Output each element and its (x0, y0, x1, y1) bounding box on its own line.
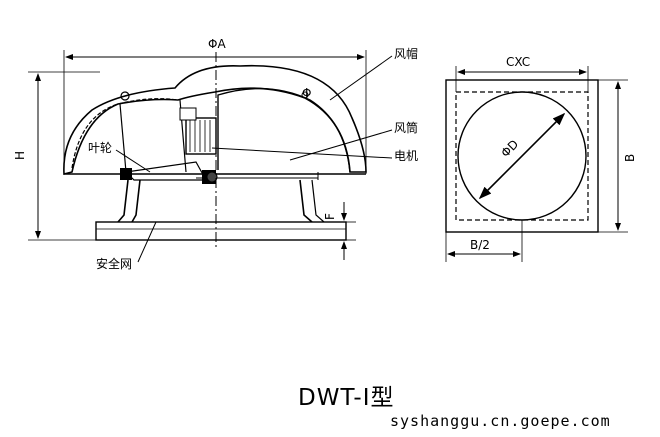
model-title: DWT-I型 (298, 385, 394, 411)
label-impeller: 叶轮 (88, 141, 112, 155)
leader-duct (289, 129, 393, 161)
leader-impeller (115, 149, 151, 173)
leader-cap (329, 55, 393, 101)
label-cap: 风帽 (394, 46, 418, 61)
dim-phi-d-line (478, 112, 566, 200)
label-safety-net: 安全网 (96, 256, 132, 271)
top-view: ΦD CXC B B/2 (445, 55, 637, 262)
dim-b-label: B (623, 154, 637, 162)
dim-phi-label: Φ (302, 86, 311, 100)
base-plate (95, 221, 347, 241)
dim-b-half-label: B/2 (470, 238, 490, 252)
cap-eye-icon (120, 91, 130, 101)
dim-h: H (13, 71, 100, 241)
side-view: ΦA H F Φ 风帽 风筒 电机 叶轮 安全网 (13, 37, 418, 271)
dim-f-label: F (323, 213, 337, 220)
label-duct: 风筒 (394, 120, 418, 135)
dim-f: F (323, 202, 356, 260)
footer-watermark: syshanggu.cn.goepe.com (390, 412, 611, 430)
dim-h-label: H (13, 151, 27, 160)
fan-cap-inner-dash (71, 98, 179, 169)
leader-safety-net (137, 221, 157, 263)
impeller (120, 161, 218, 184)
dim-phi-a: ΦA (63, 37, 367, 174)
motor (179, 107, 217, 155)
fan-cap-shell (217, 87, 351, 173)
support-rod (119, 103, 127, 173)
dim-cxc-label: CXC (506, 55, 530, 69)
duct (117, 179, 325, 223)
cap-dot-icon (301, 91, 309, 99)
dim-phi-a-label: ΦA (208, 37, 226, 51)
leader-motor (211, 147, 393, 159)
label-motor: 电机 (394, 149, 418, 163)
